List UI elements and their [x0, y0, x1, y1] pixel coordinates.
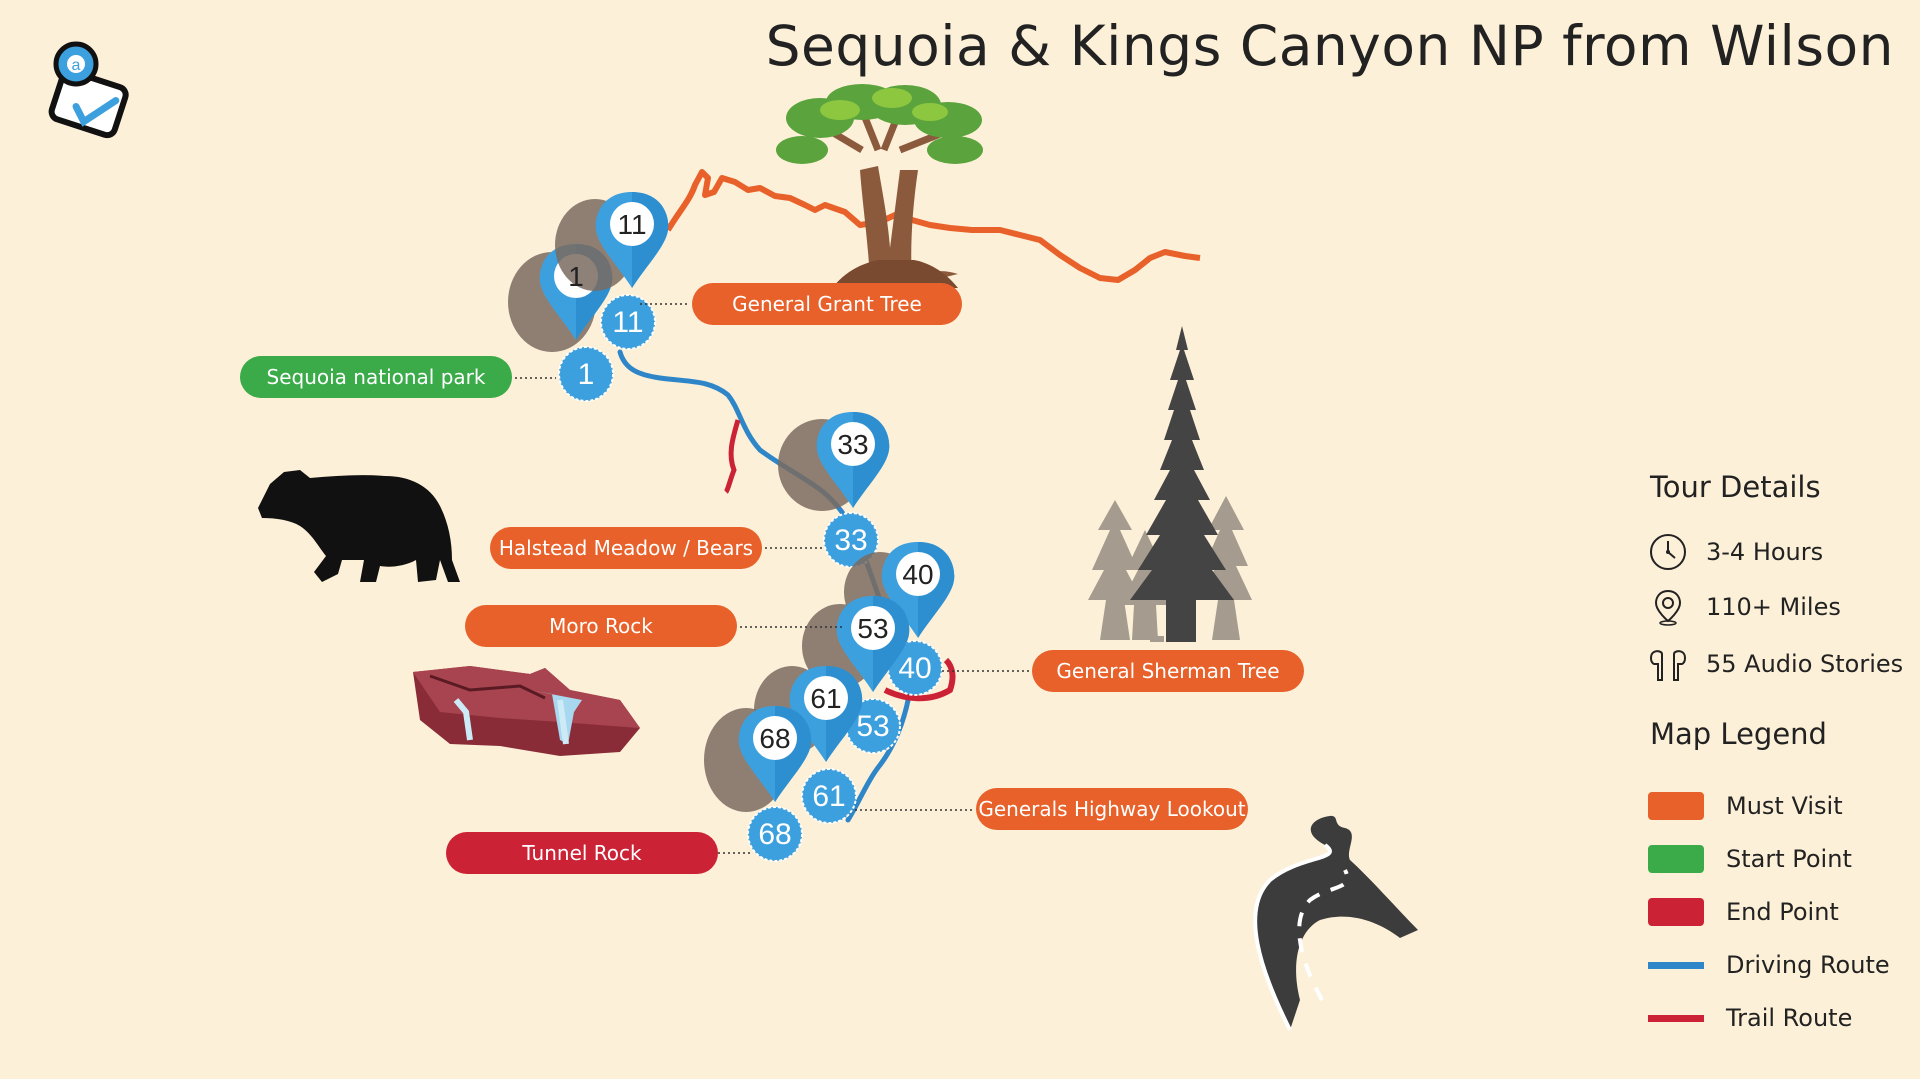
tour-distance: 110+ Miles [1648, 587, 1841, 627]
clock-icon [1650, 534, 1686, 570]
legend-driving-route-label: Driving Route [1726, 951, 1890, 979]
pin-11-base-number: 11 [612, 306, 643, 339]
tour-audio-stories-text: 55 Audio Stories [1706, 650, 1904, 678]
label-halstead-meadow[interactable]: Halstead Meadow / Bears [490, 527, 762, 569]
tour-details-heading: Tour Details [1650, 470, 1821, 504]
pin-61-head-number: 61 [810, 683, 841, 714]
pine-forest-icon [1088, 326, 1252, 642]
pin-33-head-number: 33 [837, 429, 868, 460]
legend-end-point-label: End Point [1726, 898, 1839, 926]
tour-duration: 3-4 Hours [1648, 532, 1823, 572]
map-legend-heading: Map Legend [1650, 717, 1827, 751]
svg-text:a: a [72, 57, 81, 74]
label-sequoia-national-park[interactable]: Sequoia national park [240, 356, 512, 398]
pin-1-head-number: 1 [568, 261, 584, 292]
pin-68-base-number: 68 [758, 818, 791, 851]
legend-start-point: Start Point [1648, 841, 1852, 877]
map-pin-1[interactable] [508, 244, 614, 402]
legend-must-visit: Must Visit [1648, 788, 1843, 824]
pin-68-head-number: 68 [759, 723, 790, 754]
end-point-swatch [1648, 898, 1704, 926]
pin-40-head-number: 40 [902, 559, 933, 590]
label-general-grant-tree[interactable]: General Grant Tree [692, 283, 962, 325]
driving-route-swatch [1648, 961, 1704, 969]
earbuds-icon [1650, 650, 1686, 681]
label-general-sherman-tree[interactable]: General Sherman Tree [1032, 650, 1304, 692]
pin-53-head-number: 53 [857, 613, 888, 644]
bear-silhouette-icon [258, 470, 460, 582]
legend-trail-route-label: Trail Route [1726, 1004, 1853, 1032]
legend-start-point-label: Start Point [1726, 845, 1852, 873]
map-pin-68[interactable] [704, 706, 812, 862]
pin-11-head-number: 11 [617, 209, 646, 240]
page-title: Sequoia & Kings Canyon NP from Wilson [765, 14, 1894, 78]
pin-1-base-number: 1 [578, 358, 595, 391]
trail-route-sherman [883, 657, 956, 702]
trail-route-halstead [723, 419, 741, 494]
map-pin-33[interactable] [778, 412, 890, 568]
legend-trail-route: Trail Route [1648, 1000, 1852, 1036]
pin-33-base-number: 33 [834, 524, 867, 557]
tour-distance-text: 110+ Miles [1706, 593, 1841, 621]
legend-driving-route: Driving Route [1648, 947, 1890, 983]
location-pin-icon [1654, 589, 1682, 626]
label-generals-highway-lookout[interactable]: Generals Highway Lookout [976, 788, 1248, 830]
pin-40-base-number: 40 [898, 652, 931, 685]
map-pin-check-logo[interactable]: a [48, 41, 129, 139]
tour-audio-stories: 55 Audio Stories [1648, 644, 1903, 684]
grant-trail-route [665, 169, 1201, 283]
label-tunnel-rock[interactable]: Tunnel Rock [446, 832, 718, 874]
winding-road-icon [1253, 815, 1418, 1031]
sequoia-tree-icon [776, 84, 983, 288]
pin-53-base-number: 53 [856, 710, 889, 743]
map-pin-11[interactable] [555, 192, 669, 350]
trail-route-swatch [1648, 1014, 1704, 1022]
pin-61-base-number: 61 [812, 780, 845, 813]
must-visit-swatch [1648, 792, 1704, 820]
start-point-swatch [1648, 845, 1704, 873]
rock-waterfall-icon [413, 666, 640, 756]
label-moro-rock[interactable]: Moro Rock [465, 605, 737, 647]
tour-duration-text: 3-4 Hours [1706, 538, 1824, 566]
legend-end-point: End Point [1648, 894, 1839, 930]
legend-must-visit-label: Must Visit [1726, 792, 1843, 820]
